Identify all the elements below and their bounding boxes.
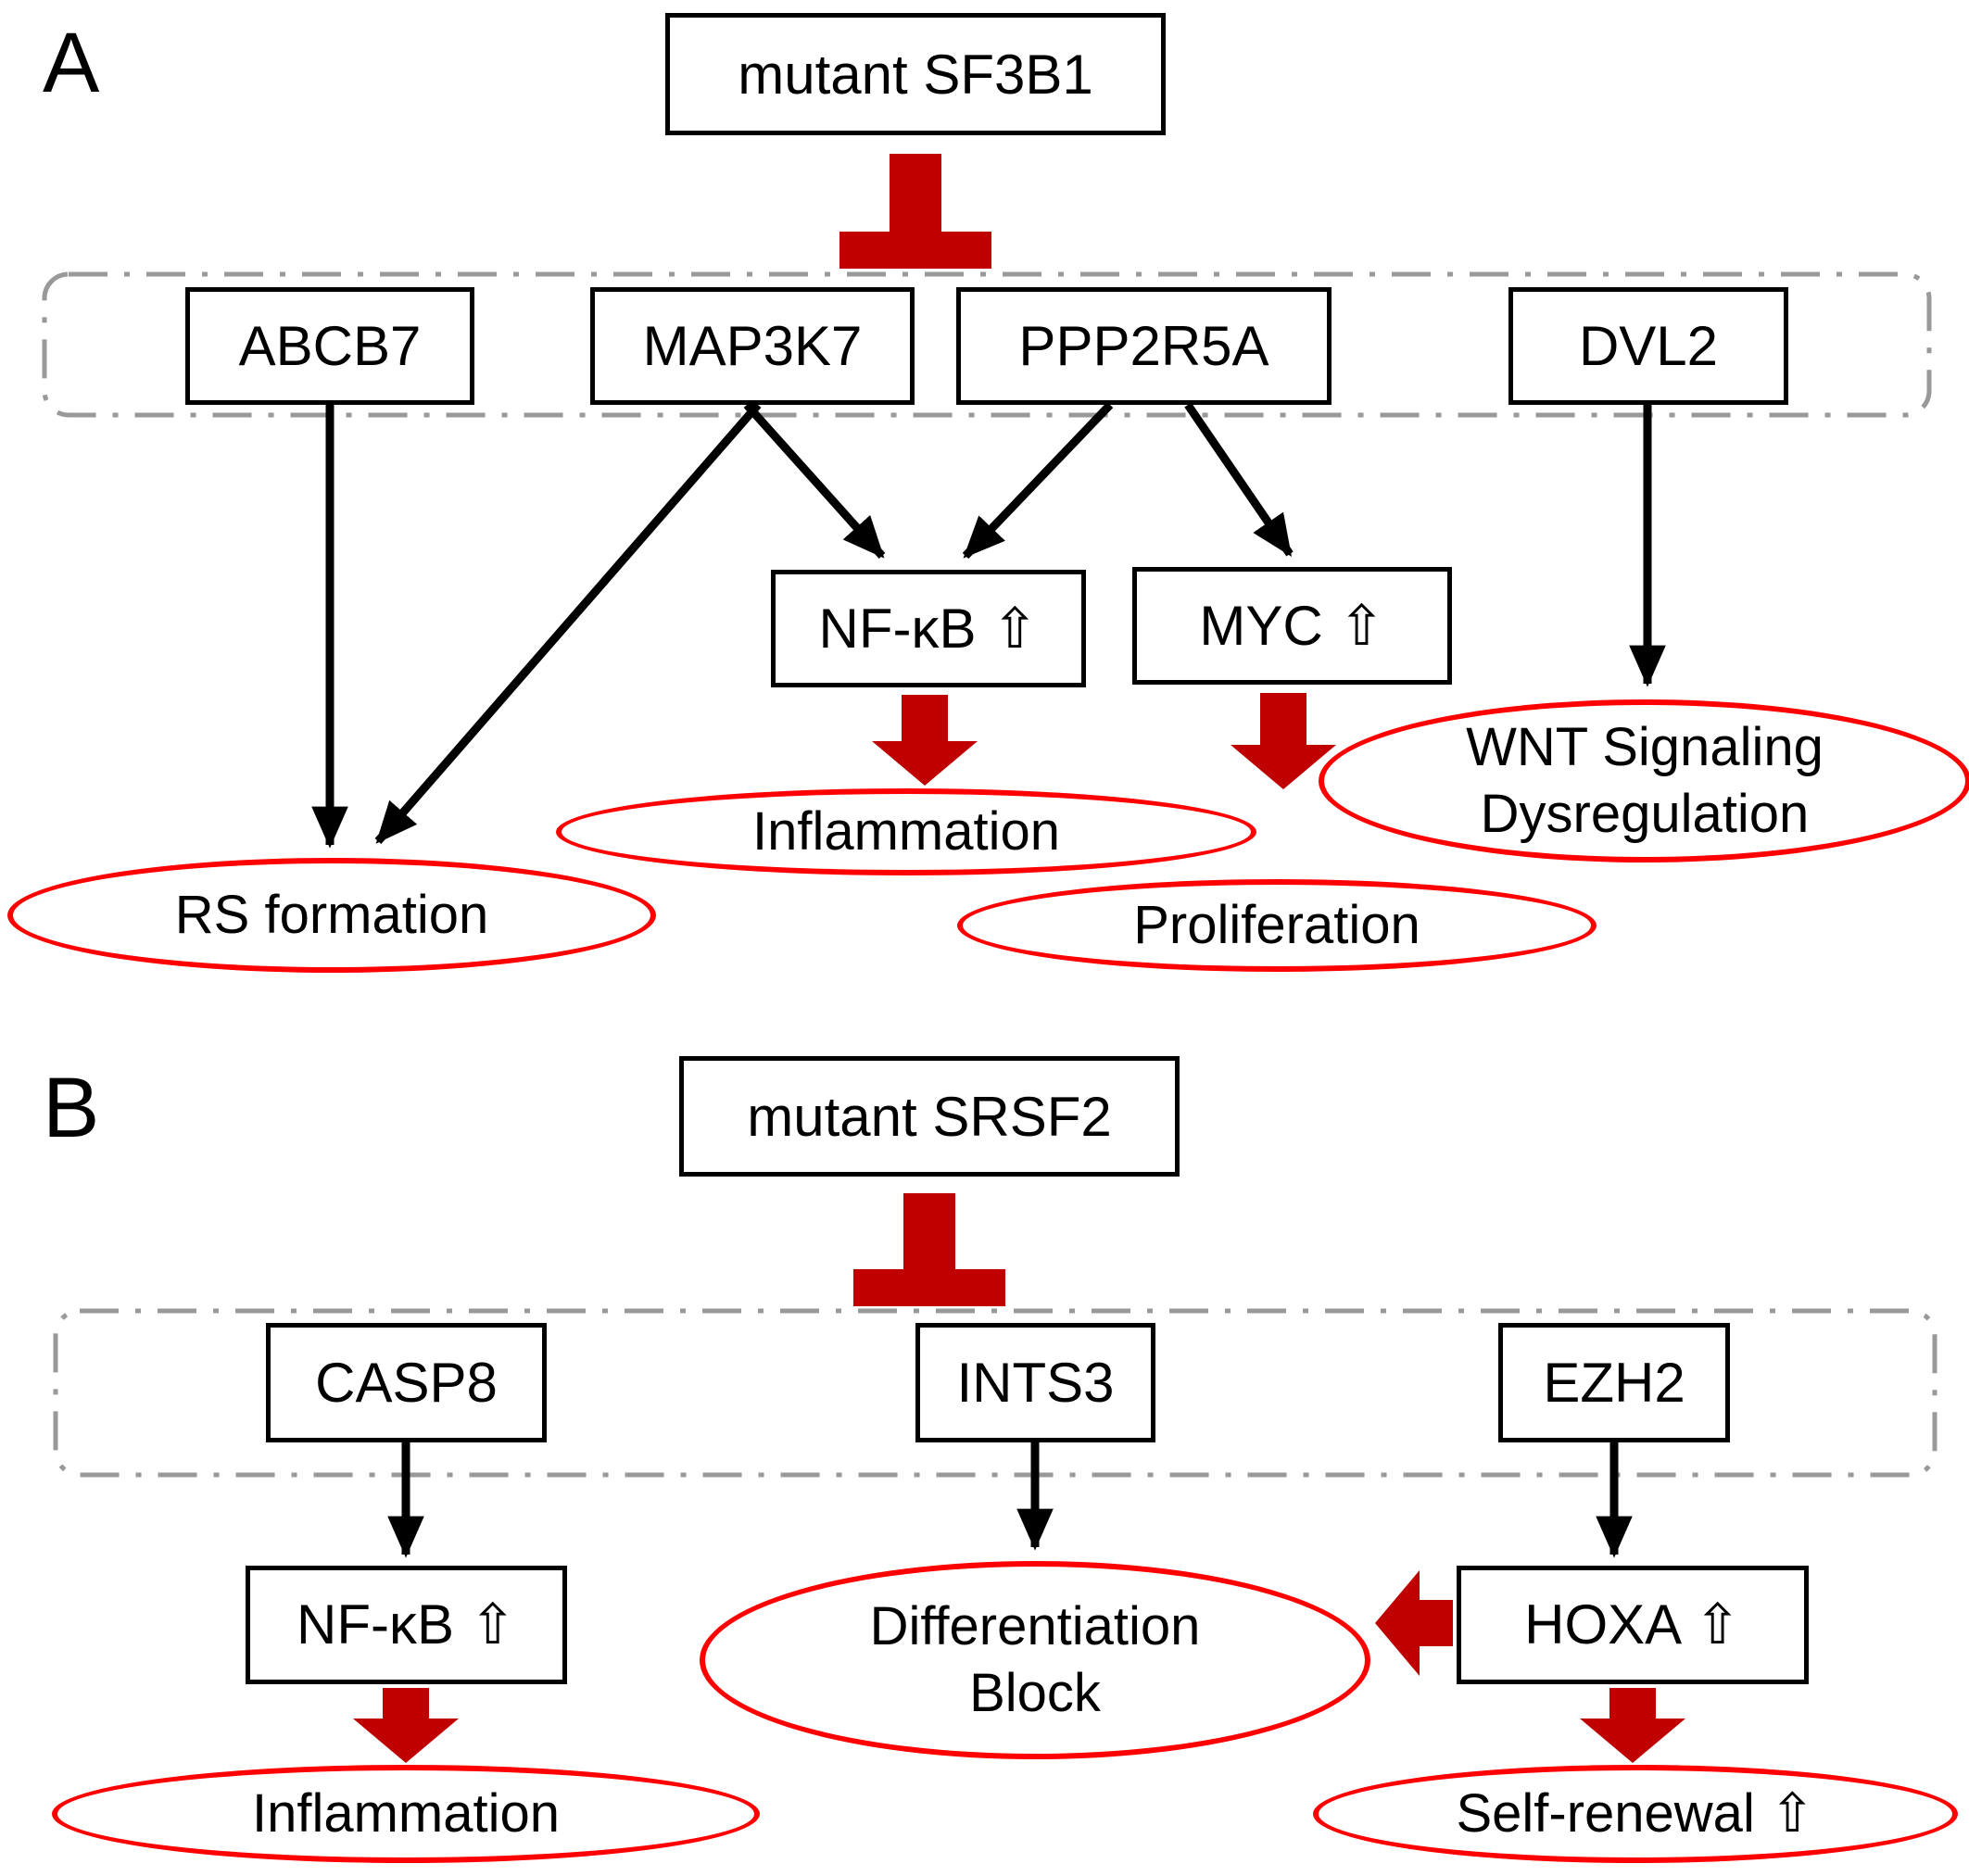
mutant-sf3b1-box: mutant SF3B1	[665, 13, 1166, 135]
arrow-ppp2r5a-to-myc	[1184, 402, 1294, 557]
differentiation-line-2: Block	[969, 1663, 1101, 1723]
mutant-srsf2-box: mutant SRSF2	[679, 1056, 1180, 1177]
red-arrow-nfkb-to-inflammation-b	[353, 1688, 459, 1763]
red-arrow-nfkb-to-inflammation-a	[872, 695, 978, 786]
arrow-map3k7-to-nfkb	[743, 401, 886, 560]
gene-box-ints3: INTS3	[915, 1323, 1155, 1442]
red-arrow-hoxa-to-differentiation-block	[1375, 1570, 1453, 1676]
gene-box-ezh2: EZH2	[1498, 1323, 1730, 1442]
gene-box-ppp2r5a: PPP2R5A	[956, 287, 1332, 405]
proliferation-ellipse: Proliferation	[957, 879, 1597, 972]
hoxa-up-box: HOXA ⇧	[1457, 1566, 1809, 1684]
nfkb-up-box-a: NF-κB ⇧	[771, 570, 1086, 687]
nfkb-up-box-b: NF-κB ⇧	[246, 1566, 567, 1684]
wnt-line-1: WNT Signaling	[1466, 716, 1824, 777]
rs-formation-ellipse: RS formation	[7, 858, 656, 973]
arrow-map3k7-to-rs-formation	[374, 402, 762, 844]
inflammation-ellipse-a: Inflammation	[556, 788, 1256, 875]
arrow-ppp2r5a-to-nfkb	[962, 401, 1114, 560]
inflammation-ellipse-b: Inflammation	[52, 1765, 760, 1863]
gene-box-dvl2: DVL2	[1508, 287, 1788, 405]
gene-box-abcb7: ABCB7	[185, 287, 474, 405]
panel-a-label: A	[43, 16, 100, 110]
differentiation-block-ellipse: Differentiation Block	[700, 1561, 1370, 1759]
inhibition-bar-srsf2	[853, 1193, 1005, 1306]
inhibition-bar-sf3b1	[839, 154, 991, 269]
gene-box-casp8: CASP8	[266, 1323, 547, 1442]
red-arrow-hoxa-to-self-renewal	[1580, 1688, 1685, 1763]
myc-up-box: MYC ⇧	[1132, 567, 1452, 685]
gene-box-map3k7: MAP3K7	[590, 287, 915, 405]
self-renewal-ellipse: Self-renewal ⇧	[1313, 1765, 1958, 1863]
differentiation-line-1: Differentiation	[869, 1595, 1201, 1656]
panel-b-label: B	[43, 1061, 100, 1155]
wnt-line-2: Dysregulation	[1480, 784, 1810, 844]
wnt-dysregulation-ellipse: WNT Signaling Dysregulation	[1319, 699, 1969, 862]
